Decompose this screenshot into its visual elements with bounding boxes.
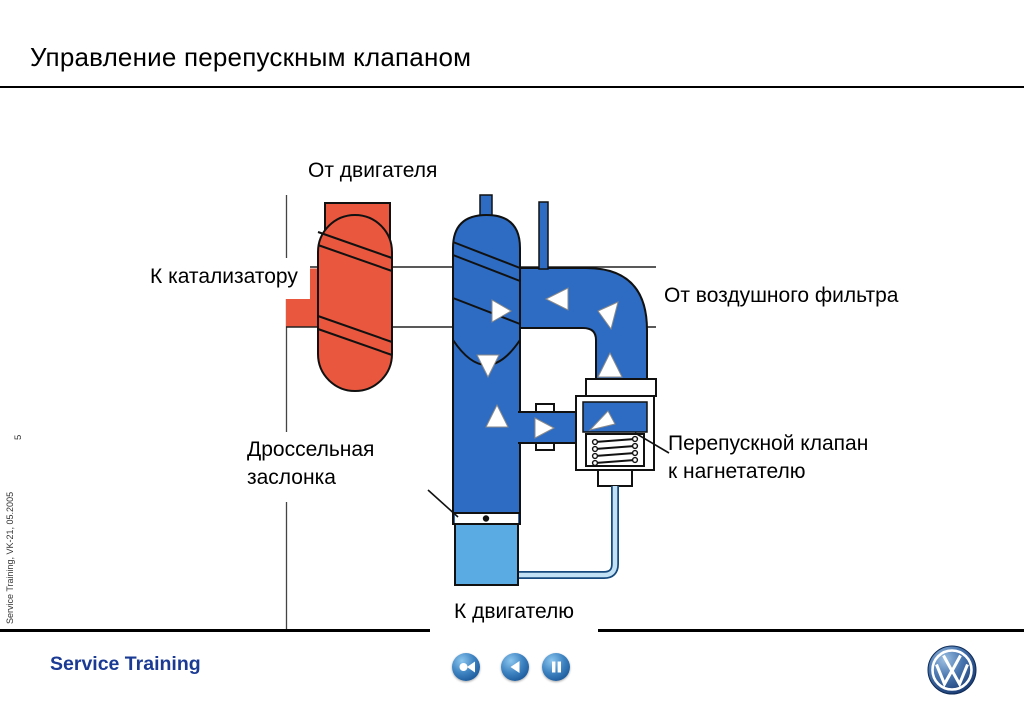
label-from-engine: От двигателя: [308, 159, 438, 182]
label-bypass-valve: Перепускной клапан к нагнетателю: [668, 432, 869, 483]
pause-icon: [552, 661, 561, 673]
pause-button[interactable]: [542, 653, 570, 681]
control-line: [517, 486, 619, 579]
charge-air-vessel: [452, 194, 549, 525]
title-rule: [0, 86, 1024, 88]
exhaust-catalyst-vessel: [317, 202, 393, 392]
footer-brand: Service Training: [50, 653, 201, 675]
charge-air-elbow-pipe: [517, 267, 648, 387]
label-from-air-filter: От воздушного фильтра: [664, 284, 899, 307]
bypass-valve: [575, 378, 657, 487]
page-number: 5: [13, 434, 24, 440]
sidebar-note: Service Training, VK-21, 05.2005: [5, 491, 15, 624]
slide-nav: [452, 653, 570, 681]
label-to-catalyst: К катализатору: [143, 258, 310, 299]
leader-lines: [427, 432, 670, 518]
flow-arrows: [476, 287, 623, 439]
label-to-engine: К двигателю: [430, 592, 598, 633]
valve-spring: [585, 433, 645, 467]
go-to-start-icon: [459, 661, 475, 673]
label-throttle: Дроссельная заслонка: [241, 432, 389, 502]
go-to-start-button[interactable]: [452, 653, 480, 681]
previous-button[interactable]: [501, 653, 529, 681]
throttle-valve: [454, 512, 519, 525]
page-title: Управление перепускным клапаном: [30, 42, 472, 72]
previous-icon: [510, 661, 520, 673]
vw-logo-icon: [927, 645, 977, 695]
bypass-valve-diagram: [285, 194, 670, 629]
intake-duct: [454, 523, 519, 586]
